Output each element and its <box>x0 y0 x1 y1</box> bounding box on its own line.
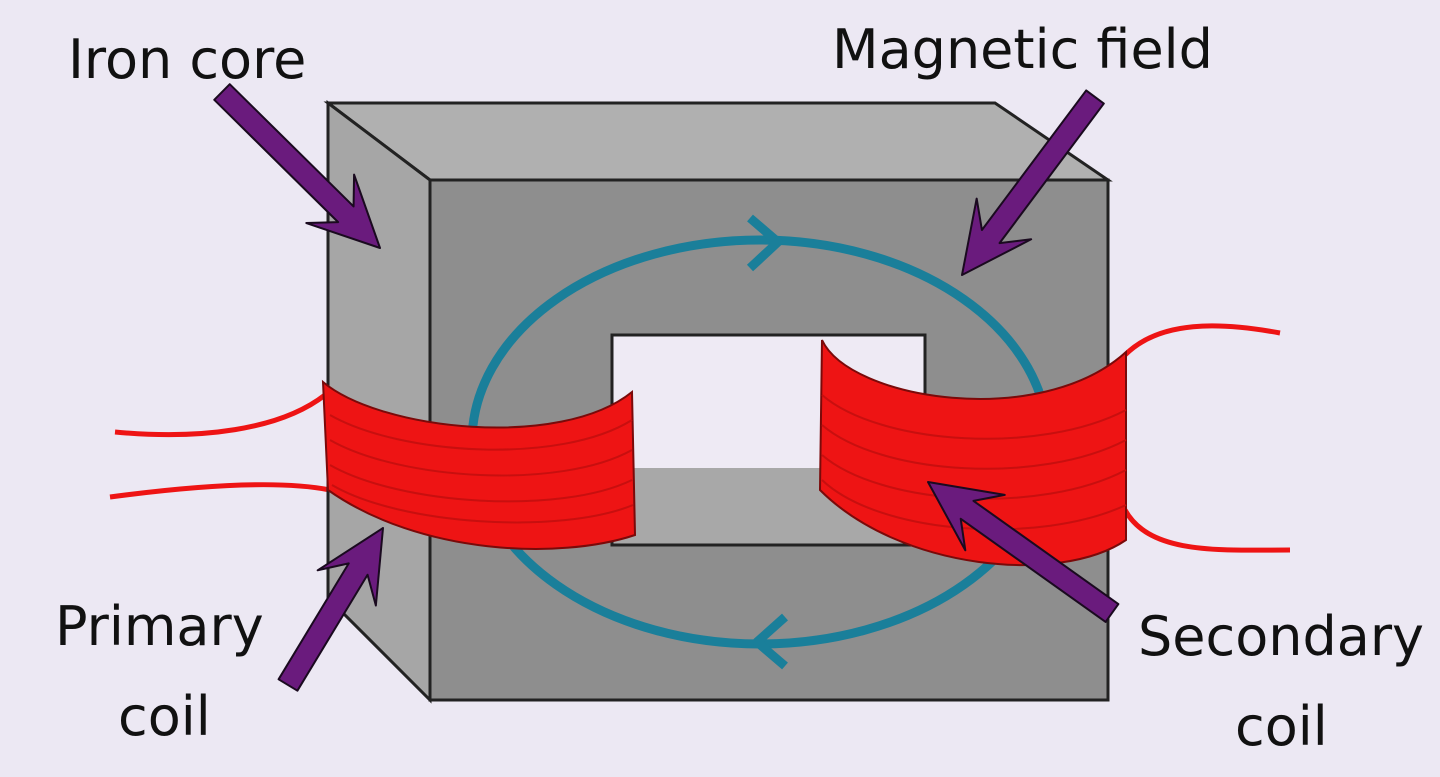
secondary-coil <box>818 339 1127 567</box>
field-arrowhead-bottom <box>752 613 788 670</box>
primary-wires <box>109 393 331 500</box>
label-secondary-coil-line1: Secondary <box>1138 605 1424 668</box>
label-magnetic-field: Magnetic field <box>832 18 1213 81</box>
primary-coil <box>321 379 637 550</box>
arrow-magnetic-field-icon <box>961 89 1105 276</box>
label-iron-core: Iron core <box>68 28 306 91</box>
pointer-arrows <box>213 83 1120 692</box>
arrow-secondary-coil-icon <box>927 481 1120 623</box>
field-arrowhead-top <box>746 214 783 272</box>
label-secondary-coil-line2: coil <box>1235 695 1328 758</box>
secondary-wires <box>1122 323 1291 553</box>
arrow-primary-coil-icon <box>277 527 384 692</box>
core-top-face <box>323 101 1113 182</box>
arrow-iron-core-icon <box>213 83 381 249</box>
label-primary-coil-line1: Primary <box>55 595 264 658</box>
label-primary-coil-line2: coil <box>118 685 211 748</box>
